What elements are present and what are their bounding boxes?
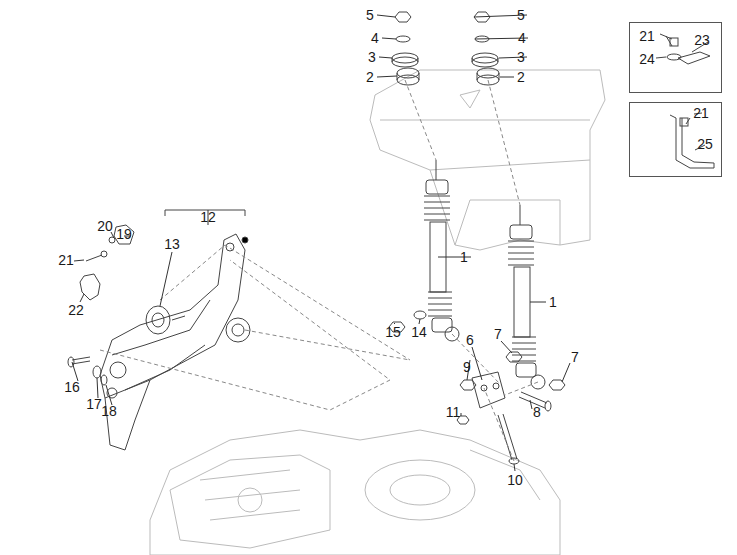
callout-number: 5 <box>366 7 374 23</box>
callout-number: 2 <box>517 69 525 85</box>
callout-number: 12 <box>200 209 216 225</box>
callout-number: 3 <box>368 49 376 65</box>
callout-number: 25 <box>697 136 713 152</box>
callout-number: 24 <box>639 51 655 67</box>
callout-number: 20 <box>97 218 113 234</box>
callout-number: 4 <box>371 30 379 46</box>
callout-number: 6 <box>466 332 474 348</box>
callout-number: 21 <box>58 252 74 268</box>
callout-number: 15 <box>385 324 401 340</box>
callout-number: 9 <box>463 359 471 375</box>
inset-box: 21 23 24 <box>629 22 722 93</box>
callout-number: 1 <box>460 249 468 265</box>
callout-number: 3 <box>517 49 525 65</box>
callout-number: 18 <box>101 403 117 419</box>
callout-number: 17 <box>86 396 102 412</box>
callout-number: 10 <box>507 472 523 488</box>
callout-number: 23 <box>694 32 710 48</box>
callout-number: 14 <box>411 324 427 340</box>
callout-number: 16 <box>64 379 80 395</box>
callout-number: 11 <box>446 404 461 420</box>
callout-number: 7 <box>571 349 579 365</box>
callout-number: 21 <box>639 28 655 44</box>
callout-number: 13 <box>164 236 180 252</box>
callout-number: 22 <box>68 302 84 318</box>
inset-box: 21 25 <box>629 102 722 177</box>
callout-number: 2 <box>366 69 374 85</box>
callout-number: 5 <box>517 7 525 23</box>
callout-number: 8 <box>533 404 541 420</box>
callout-number: 7 <box>494 326 502 342</box>
callout-number: 4 <box>518 30 526 46</box>
callout-number: 19 <box>116 226 132 242</box>
callout-number: 21 <box>693 105 709 121</box>
callout-number: 1 <box>549 294 557 310</box>
